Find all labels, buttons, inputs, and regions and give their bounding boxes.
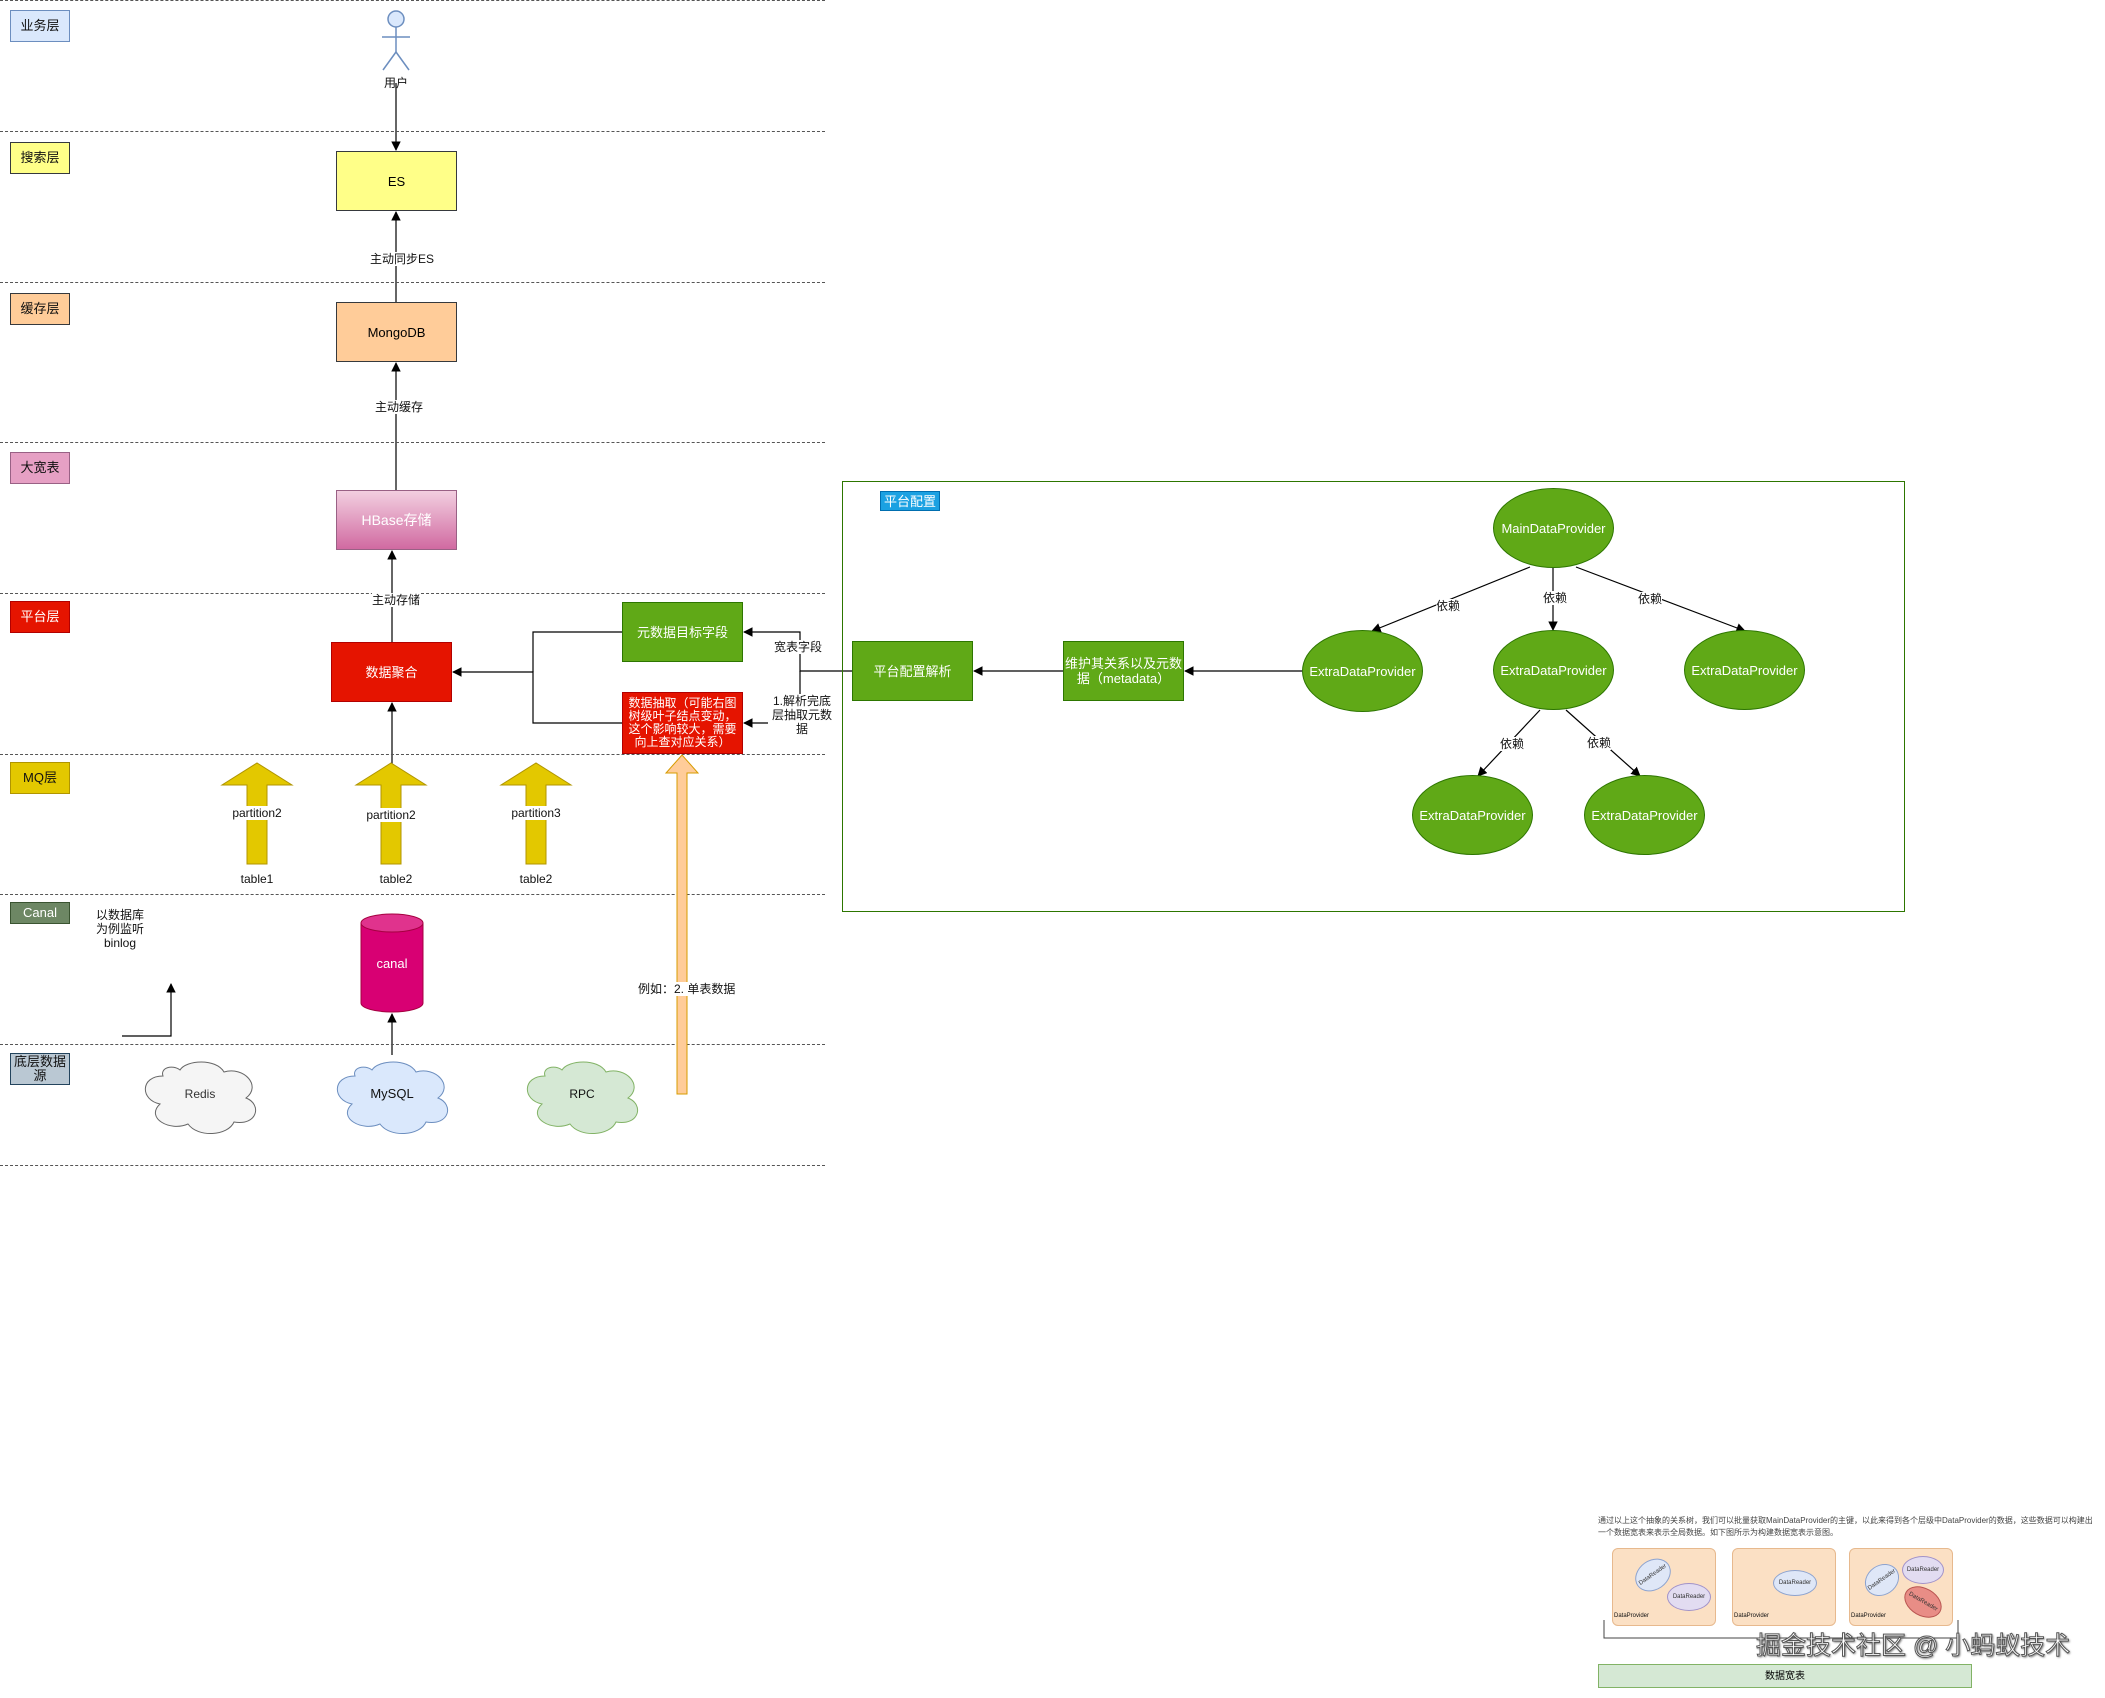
edge-label-example: 例如：2. 单表数据: [638, 982, 736, 996]
mq-table-label: table2: [379, 872, 413, 886]
layer-label-canal: Canal: [10, 902, 70, 924]
inset-provider-label: DataProvider: [1734, 1613, 1770, 1619]
layer-divider: [0, 0, 825, 1]
extract-node: 数据抽取（可能右图树级叶子结点变动，这个影响较大，需要向上查对应关系）: [622, 692, 743, 754]
mq-partition-label: partition2: [222, 806, 292, 820]
extra-data-provider: ExtraDataProvider: [1302, 630, 1423, 712]
meta-field-node: 元数据目标字段: [622, 602, 743, 662]
inset-description: 通过以上这个抽象的关系树，我们可以批量获取MainDataProvider的主键…: [1598, 1516, 2093, 1537]
hbase-node: HBase存储: [336, 490, 457, 550]
layer-divider: [0, 282, 825, 283]
mongodb-node: MongoDB: [336, 302, 457, 362]
inset-reader-ellipse: DataReader: [1773, 1570, 1817, 1596]
edge-label-wide-field: 宽表字段: [774, 640, 823, 654]
inset-provider-label: DataProvider: [1614, 1613, 1650, 1619]
extract-to-aggregate-connector: [452, 667, 622, 724]
layer-label-platform: 平台层: [10, 601, 70, 633]
aggregate-node: 数据聚合: [331, 642, 452, 702]
canal-label: canal: [376, 956, 408, 971]
extra-data-provider: ExtraDataProvider: [1493, 630, 1614, 710]
platform-parse-node: 平台配置解析: [852, 641, 973, 701]
extra-data-provider: ExtraDataProvider: [1412, 775, 1533, 855]
user-label: 用户: [383, 76, 408, 90]
extra-data-provider: ExtraDataProvider: [1584, 775, 1705, 855]
layer-label-mq: MQ层: [10, 762, 70, 794]
mysql-cloud-icon: [336, 1061, 449, 1134]
layer-label-wide-table: 大宽表: [10, 452, 70, 484]
layer-divider: [0, 442, 825, 443]
layer-divider: [0, 131, 825, 132]
edge-label-store: 主动存储: [372, 593, 421, 607]
layer-divider: [0, 894, 825, 895]
main-data-provider: MainDataProvider: [1493, 488, 1614, 568]
layer-label-business: 业务层: [10, 10, 70, 42]
layer-label-source: 底层数据源: [10, 1053, 70, 1085]
rpc-label: RPC: [569, 1087, 595, 1101]
layer-divider: [0, 1165, 825, 1166]
redis-label: Redis: [184, 1087, 216, 1101]
edge-label-sync-es: 主动同步ES: [370, 252, 435, 266]
redis-cloud-icon: [144, 1061, 257, 1134]
platform-config-container: [842, 481, 1905, 912]
platform-config-title: 平台配置: [880, 491, 940, 511]
inset-reader-ellipse: DataReader: [1667, 1583, 1711, 1611]
depend-label: 依赖: [1587, 736, 1612, 750]
binlog-note-connector: [122, 983, 176, 1037]
depend-label: 依赖: [1638, 592, 1663, 606]
watermark: 掘金技术社区 @ 小蚂蚁技术: [1756, 1632, 2071, 1661]
inset-provider-label: DataProvider: [1851, 1613, 1887, 1619]
mq-table-label: table1: [240, 872, 274, 886]
depend-label: 依赖: [1500, 737, 1525, 751]
depend-label: 依赖: [1543, 591, 1568, 605]
edge-label-parse-meta: 1.解析完底层抽取元数据: [768, 694, 836, 736]
inset-wide-table-bar: 数据宽表: [1598, 1664, 1972, 1688]
mq-partition-label: partition3: [501, 806, 571, 820]
es-node: ES: [336, 151, 457, 211]
layer-divider: [0, 1044, 825, 1045]
maintain-relation-node: 维护其关系以及元数据（metadata）: [1063, 641, 1184, 701]
mq-partition-label: partition2: [356, 808, 426, 822]
meta-to-aggregate-connector: [532, 631, 622, 672]
mq-table-label: table2: [519, 872, 553, 886]
layer-label-search: 搜索层: [10, 142, 70, 174]
rpc-cloud-icon: [526, 1061, 639, 1134]
layer-label-cache: 缓存层: [10, 293, 70, 325]
example-block-arrow: [664, 754, 700, 1095]
binlog-note: 以数据库为例监听binlog: [95, 908, 144, 950]
edge-label-cache: 主动缓存: [375, 400, 424, 414]
layer-divider: [0, 754, 825, 755]
inset-reader-ellipse: DataReader: [1902, 1556, 1944, 1584]
depend-label: 依赖: [1436, 599, 1461, 613]
mysql-label: MySQL: [370, 1086, 414, 1101]
extra-data-provider: ExtraDataProvider: [1684, 630, 1805, 710]
